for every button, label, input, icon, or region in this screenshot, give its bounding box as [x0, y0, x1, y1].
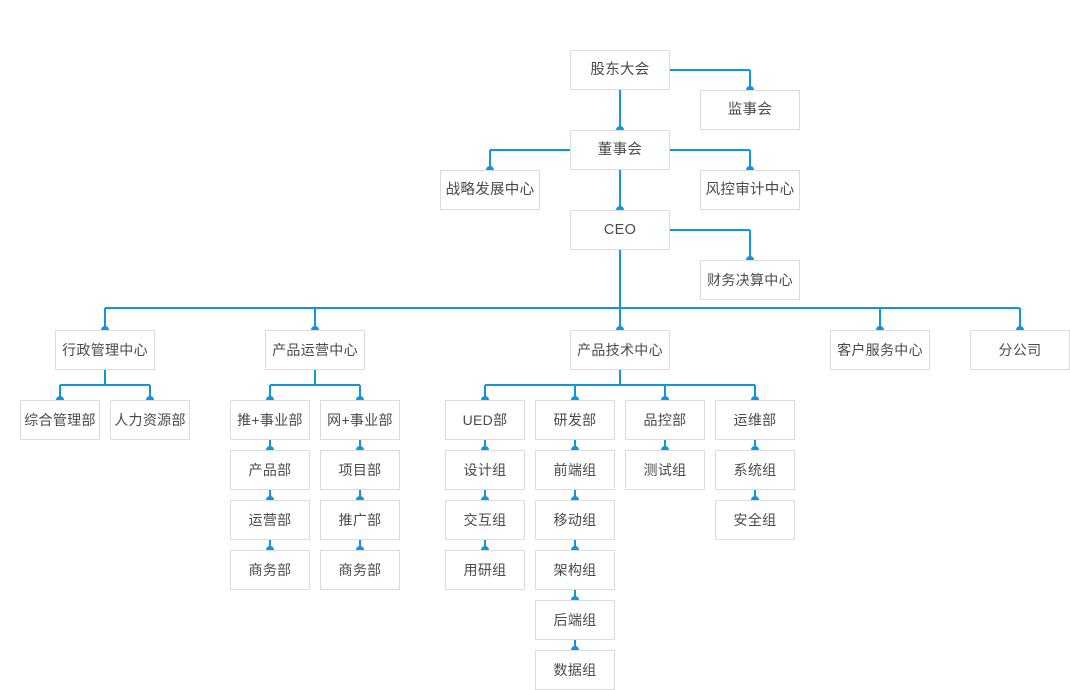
- org-node-ued部[interactable]: UED部: [445, 400, 525, 440]
- org-node-用研组[interactable]: 用研组: [445, 550, 525, 590]
- org-node-label: 战略发展中心: [445, 181, 535, 198]
- org-node-运营部[interactable]: 运营部: [230, 500, 310, 540]
- org-node-董事会[interactable]: 董事会: [570, 130, 670, 170]
- org-node-项目部[interactable]: 项目部: [320, 450, 400, 490]
- org-node-label: 项目部: [338, 462, 382, 478]
- org-node-产品运营中心[interactable]: 产品运营中心: [265, 330, 365, 370]
- org-node-商务部[interactable]: 商务部: [320, 550, 400, 590]
- org-node-label: 交互组: [463, 512, 507, 528]
- org-node-人力资源部[interactable]: 人力资源部: [110, 400, 190, 440]
- org-node-label: 网+事业部: [327, 412, 393, 428]
- org-node-产品部[interactable]: 产品部: [230, 450, 310, 490]
- org-node-label: 运维部: [733, 412, 777, 428]
- org-node-label: 测试组: [643, 462, 687, 478]
- org-node-label: 分公司: [998, 342, 1042, 358]
- org-node-监事会[interactable]: 监事会: [700, 90, 800, 130]
- org-node-label: 移动组: [553, 512, 597, 528]
- org-node-label: 系统组: [733, 462, 777, 478]
- org-node-label: 推广部: [338, 512, 382, 528]
- org-node-label: 客户服务中心: [837, 342, 923, 358]
- org-node-后端组[interactable]: 后端组: [535, 600, 615, 640]
- org-node-label: 品控部: [643, 412, 687, 428]
- org-node-ceo[interactable]: CEO: [570, 210, 670, 250]
- org-node-网+事业部[interactable]: 网+事业部: [320, 400, 400, 440]
- org-node-label: 产品运营中心: [272, 342, 358, 358]
- org-node-研发部[interactable]: 研发部: [535, 400, 615, 440]
- org-node-战略发展中心[interactable]: 战略发展中心: [440, 170, 540, 210]
- org-node-综合管理部[interactable]: 综合管理部: [20, 400, 100, 440]
- org-node-label: 人力资源部: [114, 412, 186, 428]
- org-node-label: 数据组: [553, 662, 597, 678]
- org-node-label: 监事会: [727, 101, 773, 118]
- org-node-推广部[interactable]: 推广部: [320, 500, 400, 540]
- org-node-股东大会[interactable]: 股东大会: [570, 50, 670, 90]
- org-node-推+事业部[interactable]: 推+事业部: [230, 400, 310, 440]
- org-node-商务部[interactable]: 商务部: [230, 550, 310, 590]
- org-node-移动组[interactable]: 移动组: [535, 500, 615, 540]
- org-node-前端组[interactable]: 前端组: [535, 450, 615, 490]
- org-node-label: 推+事业部: [237, 412, 303, 428]
- org-node-设计组[interactable]: 设计组: [445, 450, 525, 490]
- org-node-label: 用研组: [463, 562, 507, 578]
- org-node-财务决算中心[interactable]: 财务决算中心: [700, 260, 800, 300]
- org-node-安全组[interactable]: 安全组: [715, 500, 795, 540]
- org-node-label: 股东大会: [590, 61, 650, 78]
- org-node-label: 财务决算中心: [707, 272, 793, 288]
- org-node-label: 前端组: [553, 462, 597, 478]
- org-node-label: 设计组: [463, 462, 507, 478]
- org-node-产品技术中心[interactable]: 产品技术中心: [570, 330, 670, 370]
- org-node-label: CEO: [603, 221, 637, 238]
- org-node-label: 商务部: [248, 562, 292, 578]
- org-node-数据组[interactable]: 数据组: [535, 650, 615, 690]
- org-node-交互组[interactable]: 交互组: [445, 500, 525, 540]
- org-node-label: 后端组: [553, 612, 597, 628]
- org-node-系统组[interactable]: 系统组: [715, 450, 795, 490]
- org-node-客户服务中心[interactable]: 客户服务中心: [830, 330, 930, 370]
- org-node-label: 产品技术中心: [577, 342, 663, 358]
- org-node-品控部[interactable]: 品控部: [625, 400, 705, 440]
- org-node-label: 商务部: [338, 562, 382, 578]
- org-node-架构组[interactable]: 架构组: [535, 550, 615, 590]
- org-node-label: 研发部: [553, 412, 597, 428]
- org-node-风控审计中心[interactable]: 风控审计中心: [700, 170, 800, 210]
- org-node-label: 行政管理中心: [62, 342, 148, 358]
- org-node-分公司[interactable]: 分公司: [970, 330, 1070, 370]
- org-node-label: 综合管理部: [24, 412, 96, 428]
- org-node-label: UED部: [462, 412, 508, 428]
- org-node-label: 安全组: [733, 512, 777, 528]
- org-node-label: 风控审计中心: [705, 181, 795, 198]
- org-node-运维部[interactable]: 运维部: [715, 400, 795, 440]
- org-node-label: 董事会: [597, 141, 643, 158]
- org-node-测试组[interactable]: 测试组: [625, 450, 705, 490]
- org-node-行政管理中心[interactable]: 行政管理中心: [55, 330, 155, 370]
- org-node-label: 架构组: [553, 562, 597, 578]
- org-node-label: 运营部: [248, 512, 292, 528]
- org-node-label: 产品部: [248, 462, 292, 478]
